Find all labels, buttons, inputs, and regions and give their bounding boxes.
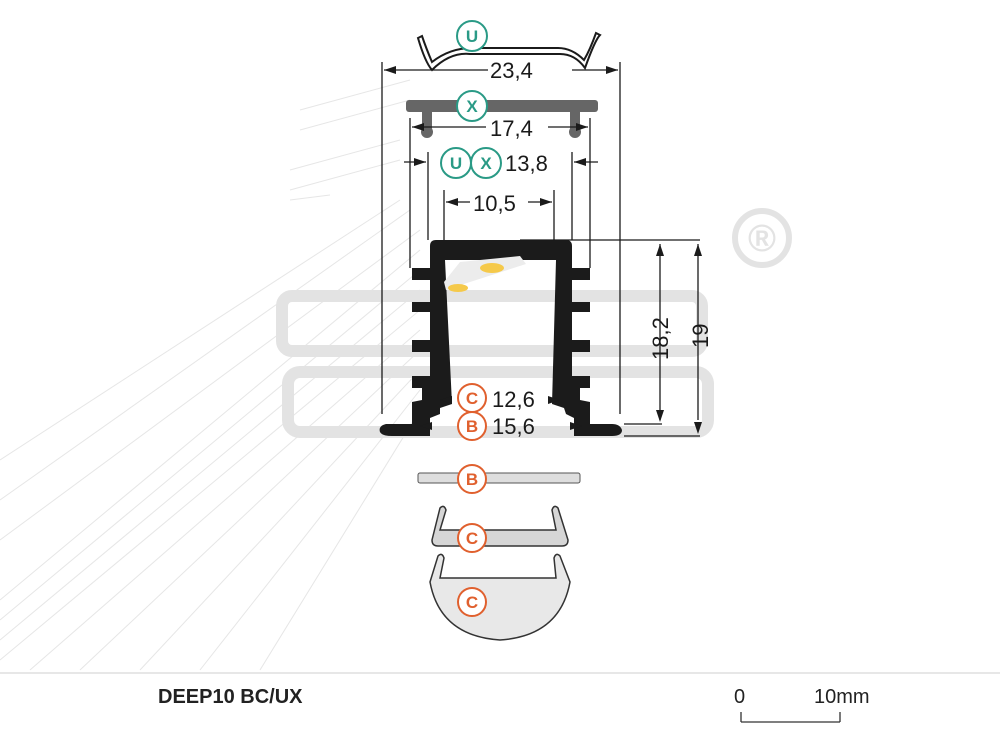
registered-mark: ® bbox=[732, 208, 792, 268]
badge-x-top: X bbox=[456, 90, 488, 122]
badge-u-top: U bbox=[456, 20, 488, 52]
badge-x-mid: X bbox=[470, 147, 502, 179]
led-strip bbox=[444, 256, 526, 290]
dim-width-b: 15,6 bbox=[492, 414, 535, 439]
svg-text:X: X bbox=[480, 154, 492, 173]
badge-u-mid: U bbox=[440, 147, 472, 179]
cover-x-leg-left bbox=[422, 112, 432, 132]
cover-c-flat-shape bbox=[431, 505, 569, 547]
svg-text:X: X bbox=[466, 97, 478, 116]
product-title: DEEP10 BC/UX bbox=[158, 686, 303, 708]
dim-width-x: 17,4 bbox=[490, 116, 533, 141]
dim-width-inner: 10,5 bbox=[473, 191, 516, 216]
registered-mark-text: ® bbox=[748, 218, 776, 260]
svg-text:C: C bbox=[466, 389, 478, 408]
cover-c-round-shape bbox=[429, 553, 571, 641]
watermark-logo bbox=[276, 290, 714, 438]
badge-c-round: C bbox=[457, 587, 487, 617]
scale-start-label: 0 bbox=[734, 686, 746, 708]
dim-height-inner: 18,2 bbox=[648, 317, 673, 360]
cover-b-shape bbox=[417, 472, 581, 484]
svg-text:B: B bbox=[466, 417, 478, 436]
led-chip-1 bbox=[480, 263, 504, 273]
scale-bar bbox=[740, 712, 841, 723]
badge-c-dim: C bbox=[457, 383, 487, 413]
svg-text:C: C bbox=[466, 593, 478, 612]
badge-b-dim: B bbox=[457, 411, 487, 441]
cover-u-shape bbox=[416, 31, 602, 72]
dim-width-ux: 13,8 bbox=[505, 151, 548, 176]
perspective-background bbox=[0, 79, 421, 671]
aluminium-profile bbox=[379, 240, 622, 436]
badge-b-cover: B bbox=[457, 464, 487, 494]
svg-text:C: C bbox=[466, 529, 478, 548]
badge-c-flat: C bbox=[457, 523, 487, 553]
led-chip-2 bbox=[448, 284, 468, 292]
dimension-arrows bbox=[384, 66, 702, 434]
svg-text:U: U bbox=[466, 27, 478, 46]
dim-width-c: 12,6 bbox=[492, 387, 535, 412]
dim-width-u: 23,4 bbox=[490, 58, 533, 83]
svg-text:B: B bbox=[466, 470, 478, 489]
cover-x-leg-right bbox=[570, 112, 580, 132]
cover-x-shape bbox=[406, 100, 598, 112]
scale-end-label: 10mm bbox=[814, 686, 870, 708]
dimension-lines bbox=[381, 62, 700, 437]
dim-height-total: 19 bbox=[688, 324, 713, 348]
svg-text:U: U bbox=[450, 154, 462, 173]
